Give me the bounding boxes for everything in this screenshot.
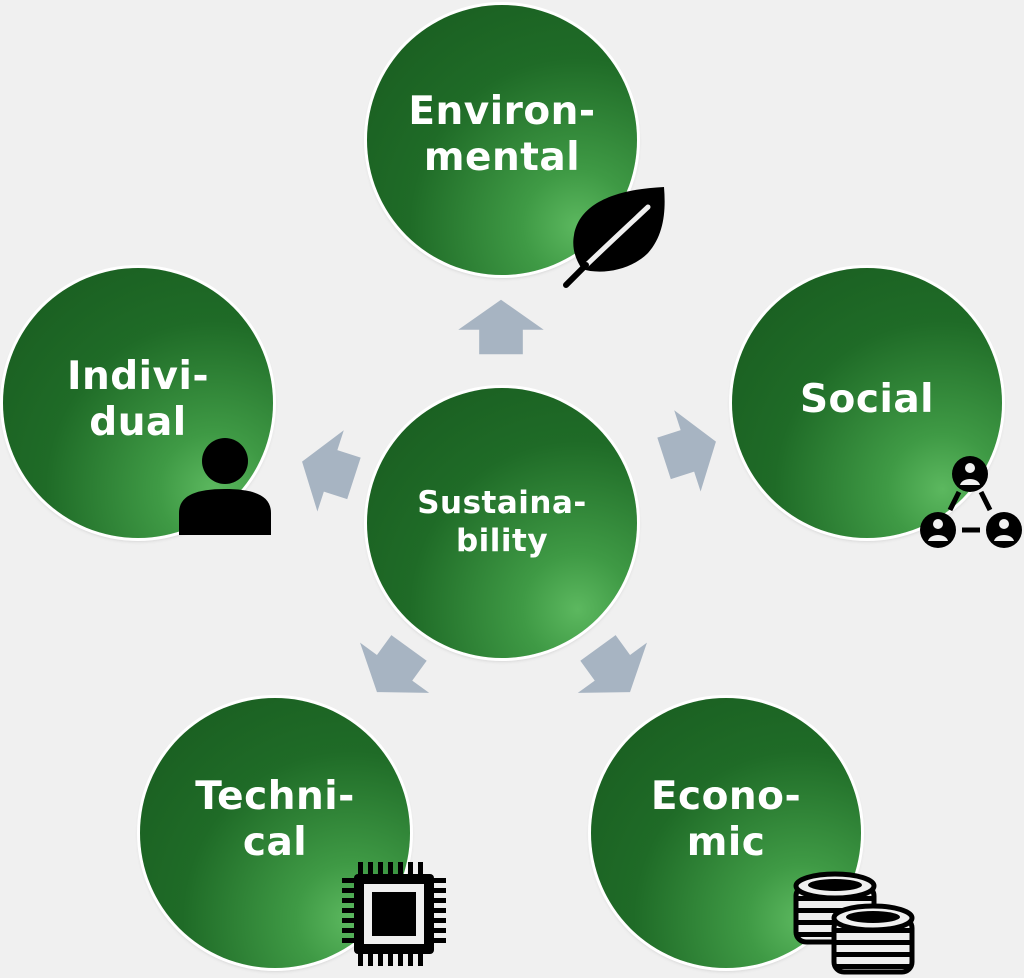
arrow-to-social xyxy=(657,410,716,492)
social-network-icon xyxy=(920,456,1022,548)
coins-icon xyxy=(793,871,915,975)
arrow-to-economic xyxy=(577,635,647,693)
person-icon xyxy=(179,438,271,535)
arrow-to-environmental xyxy=(458,299,544,355)
leaf-icon xyxy=(563,187,665,288)
center-label: Sustaina- bility xyxy=(417,485,587,559)
social-label: Social xyxy=(799,376,935,422)
individual-label: Indivi- dual xyxy=(66,353,210,445)
economic-label: Econo- mic xyxy=(650,773,802,865)
arrow-to-technical xyxy=(360,635,430,693)
environmental-label: Environ- mental xyxy=(408,88,596,180)
center-node-sustainability: Sustaina- bility xyxy=(367,388,637,658)
node-environmental: Environ- mental xyxy=(367,5,637,275)
arrow-to-individual xyxy=(302,430,361,512)
technical-label: Techni- cal xyxy=(195,773,355,865)
cpu-chip-icon xyxy=(342,862,446,966)
